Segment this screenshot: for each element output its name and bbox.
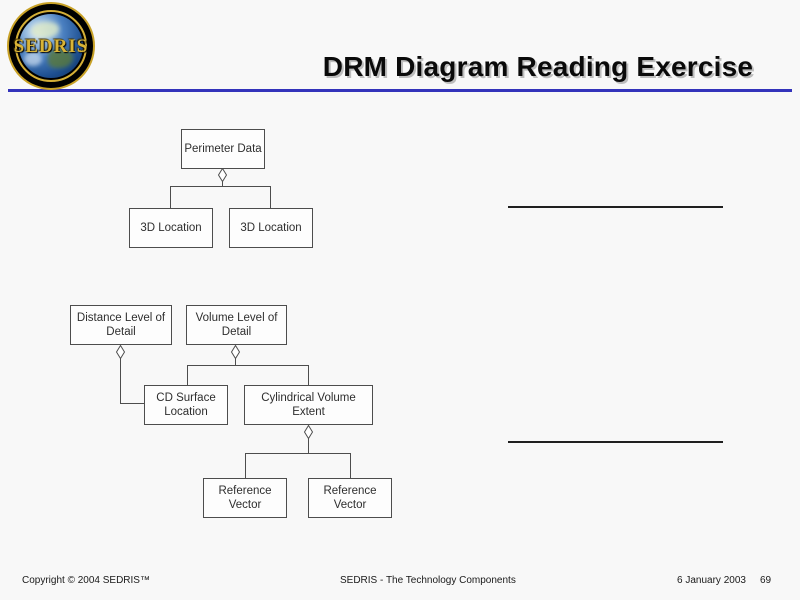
globe-landmass	[47, 49, 74, 69]
sedris-logo: SEDRIS ™	[7, 2, 95, 90]
footer-page-number: 69	[760, 575, 772, 586]
connector-line	[350, 453, 351, 478]
node-volume-level-of-detail: Volume Level of Detail	[186, 305, 287, 345]
node-perimeter-data: Perimeter Data	[181, 129, 265, 169]
page-title: DRM Diagram Reading Exercise	[322, 51, 754, 82]
footer-copyright: Copyright © 2004 SEDRIS™	[22, 575, 150, 586]
answer-line-1	[508, 206, 723, 208]
connector-line	[270, 186, 271, 208]
connector-line	[170, 186, 271, 187]
globe-icon	[19, 14, 83, 78]
aggregation-diamond-icon	[116, 345, 125, 359]
footer-center-text: SEDRIS - The Technology Components	[340, 575, 516, 586]
connector-line	[187, 365, 188, 385]
title-divider	[8, 89, 792, 92]
connector-line	[245, 453, 350, 454]
node-cd-surface-location: CD Surface Location	[144, 385, 228, 425]
connector-line	[235, 358, 236, 366]
connector-line	[245, 453, 246, 478]
connector-line	[170, 186, 171, 208]
logo-wordmark: SEDRIS	[13, 36, 89, 57]
node-3d-location-1: 3D Location	[129, 208, 213, 248]
aggregation-diamond-icon	[231, 345, 240, 359]
node-reference-vector-1: Reference Vector	[203, 478, 287, 518]
globe-landmass	[24, 52, 43, 67]
node-cylindrical-volume-extent: Cylindrical Volume Extent	[244, 385, 373, 425]
connector-line	[120, 358, 121, 403]
node-3d-location-2: 3D Location	[229, 208, 313, 248]
connector-line	[308, 438, 309, 453]
connector-line	[308, 365, 309, 385]
connector-line	[187, 365, 308, 366]
connector-line	[222, 181, 223, 186]
logo-gold-ring	[15, 10, 87, 82]
node-reference-vector-2: Reference Vector	[308, 478, 392, 518]
aggregation-diamond-icon	[218, 168, 227, 182]
logo-trademark: ™	[79, 50, 85, 56]
node-distance-level-of-detail: Distance Level of Detail	[70, 305, 172, 345]
globe-landmass	[30, 21, 60, 38]
answer-line-2	[508, 441, 723, 443]
connector-line	[120, 403, 145, 404]
footer-date: 6 January 2003	[677, 575, 746, 586]
aggregation-diamond-icon	[304, 425, 313, 439]
